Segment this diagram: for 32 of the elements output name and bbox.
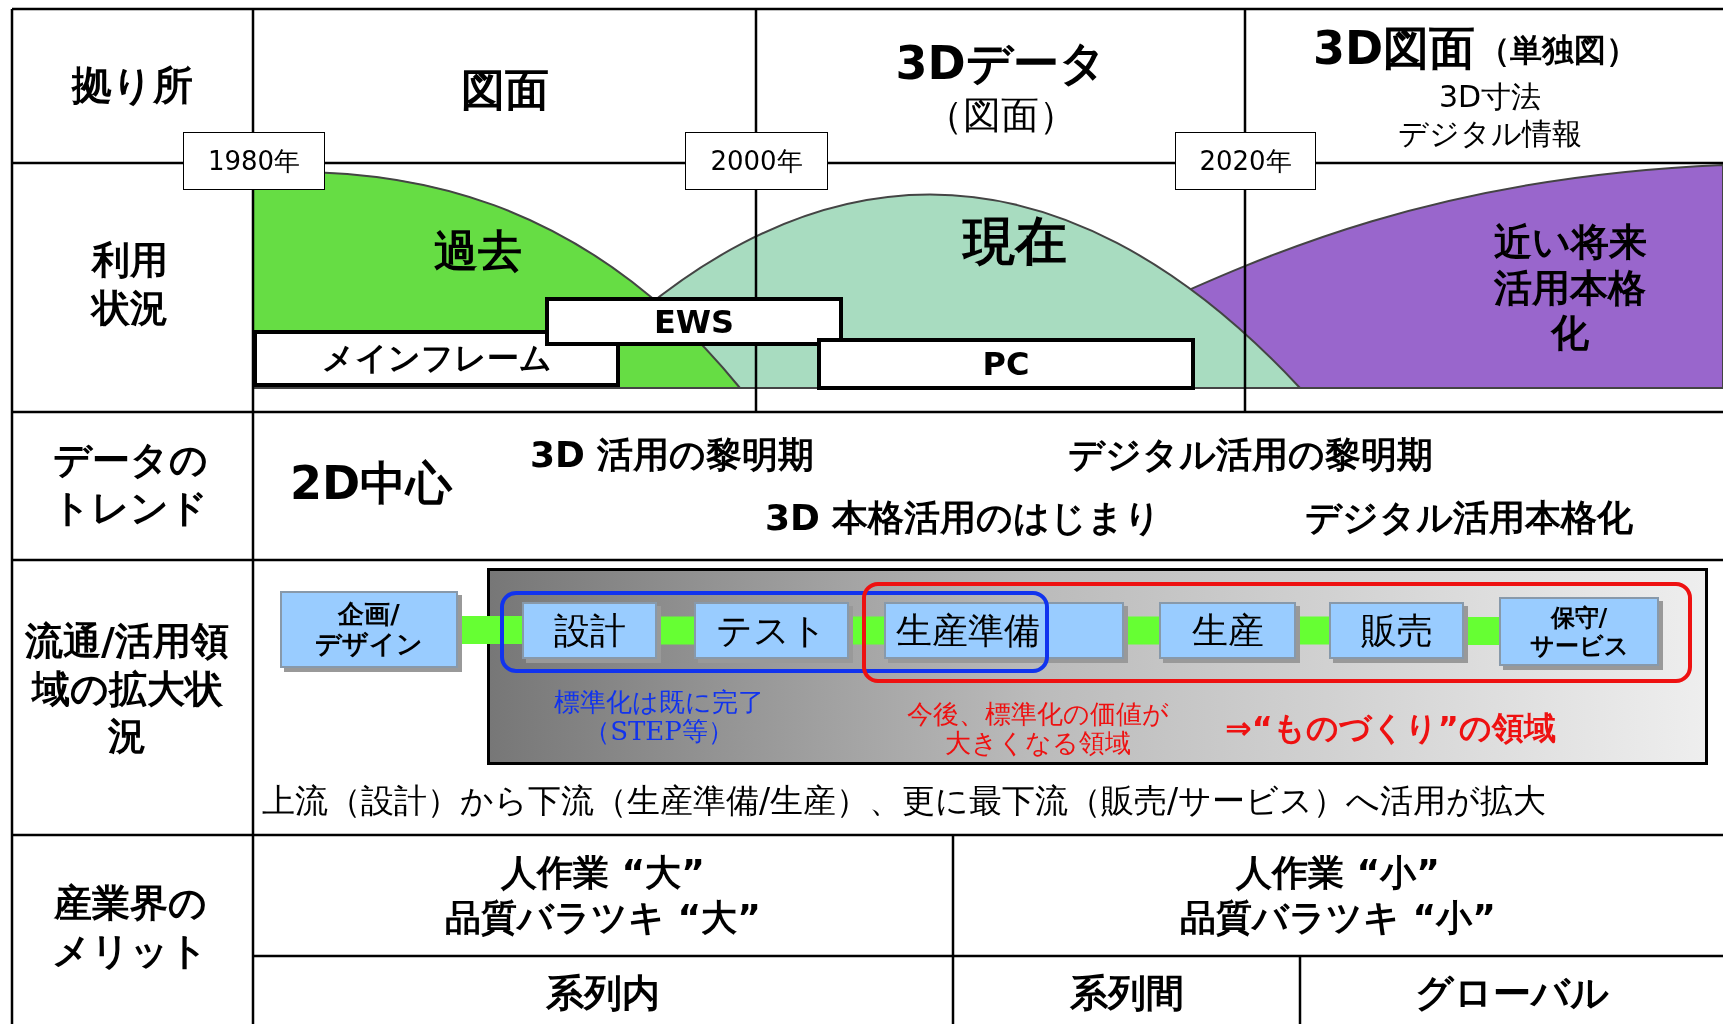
year-tag: 2000年 xyxy=(685,132,828,190)
trend-label: デジタル活用の黎明期 xyxy=(1068,433,1433,477)
column-subheader: （図面） xyxy=(923,92,1078,139)
column-note: デジタル情報 xyxy=(1397,115,1583,153)
scope-label: 系列内 xyxy=(545,970,661,1017)
scope-label: グローバル xyxy=(1413,970,1610,1017)
year-tag: 2020年 xyxy=(1175,132,1316,190)
trend-label: 3D 本格活用のはじまり xyxy=(765,496,1162,540)
row-header: 拠り所 xyxy=(70,61,194,110)
trend-label: 3D 活用の黎明期 xyxy=(530,433,815,477)
period-label: 近い将来活用本格化 xyxy=(1492,220,1648,357)
trend-label: デジタル活用本格化 xyxy=(1305,496,1633,540)
column-header: 3D図面 xyxy=(1313,20,1476,77)
row-header: 利用状況 xyxy=(89,237,169,332)
year-tag: 1980年 xyxy=(183,132,325,190)
merit-text: 人作業 “小” 品質バラツキ “小” xyxy=(1179,851,1497,940)
summary-note: 上流（設計）から下流（生産準備/生産）、更に最下流（販売/サービス）へ活用が拡大 xyxy=(262,780,1547,822)
scope-label: 系列間 xyxy=(1068,970,1185,1017)
frame-caption: 標準化は既に完了（STEP等） xyxy=(553,688,765,746)
row-header: 産業界のメリット xyxy=(51,880,209,975)
row-header: データのトレンド xyxy=(51,437,209,532)
column-header: 図面 xyxy=(459,63,550,117)
period-label: 現在 xyxy=(961,210,1068,273)
area-label: ⇒“ものづくり”の領域 xyxy=(1225,708,1556,748)
column-subheader: （単独図） xyxy=(1478,30,1638,70)
column-header: 3Dデータ xyxy=(894,35,1107,92)
column-note: 3D寸法 xyxy=(1437,78,1543,116)
trend-label: 2D中心 xyxy=(290,455,453,512)
merit-text: 人作業 “大” 品質バラツキ “大” xyxy=(444,851,762,940)
period-label: 過去 xyxy=(433,225,523,278)
row-header: 流通/活用領域の拡大状況 xyxy=(24,618,230,760)
frame-caption: 今後、標準化の価値が大きくなる領域 xyxy=(906,700,1170,758)
